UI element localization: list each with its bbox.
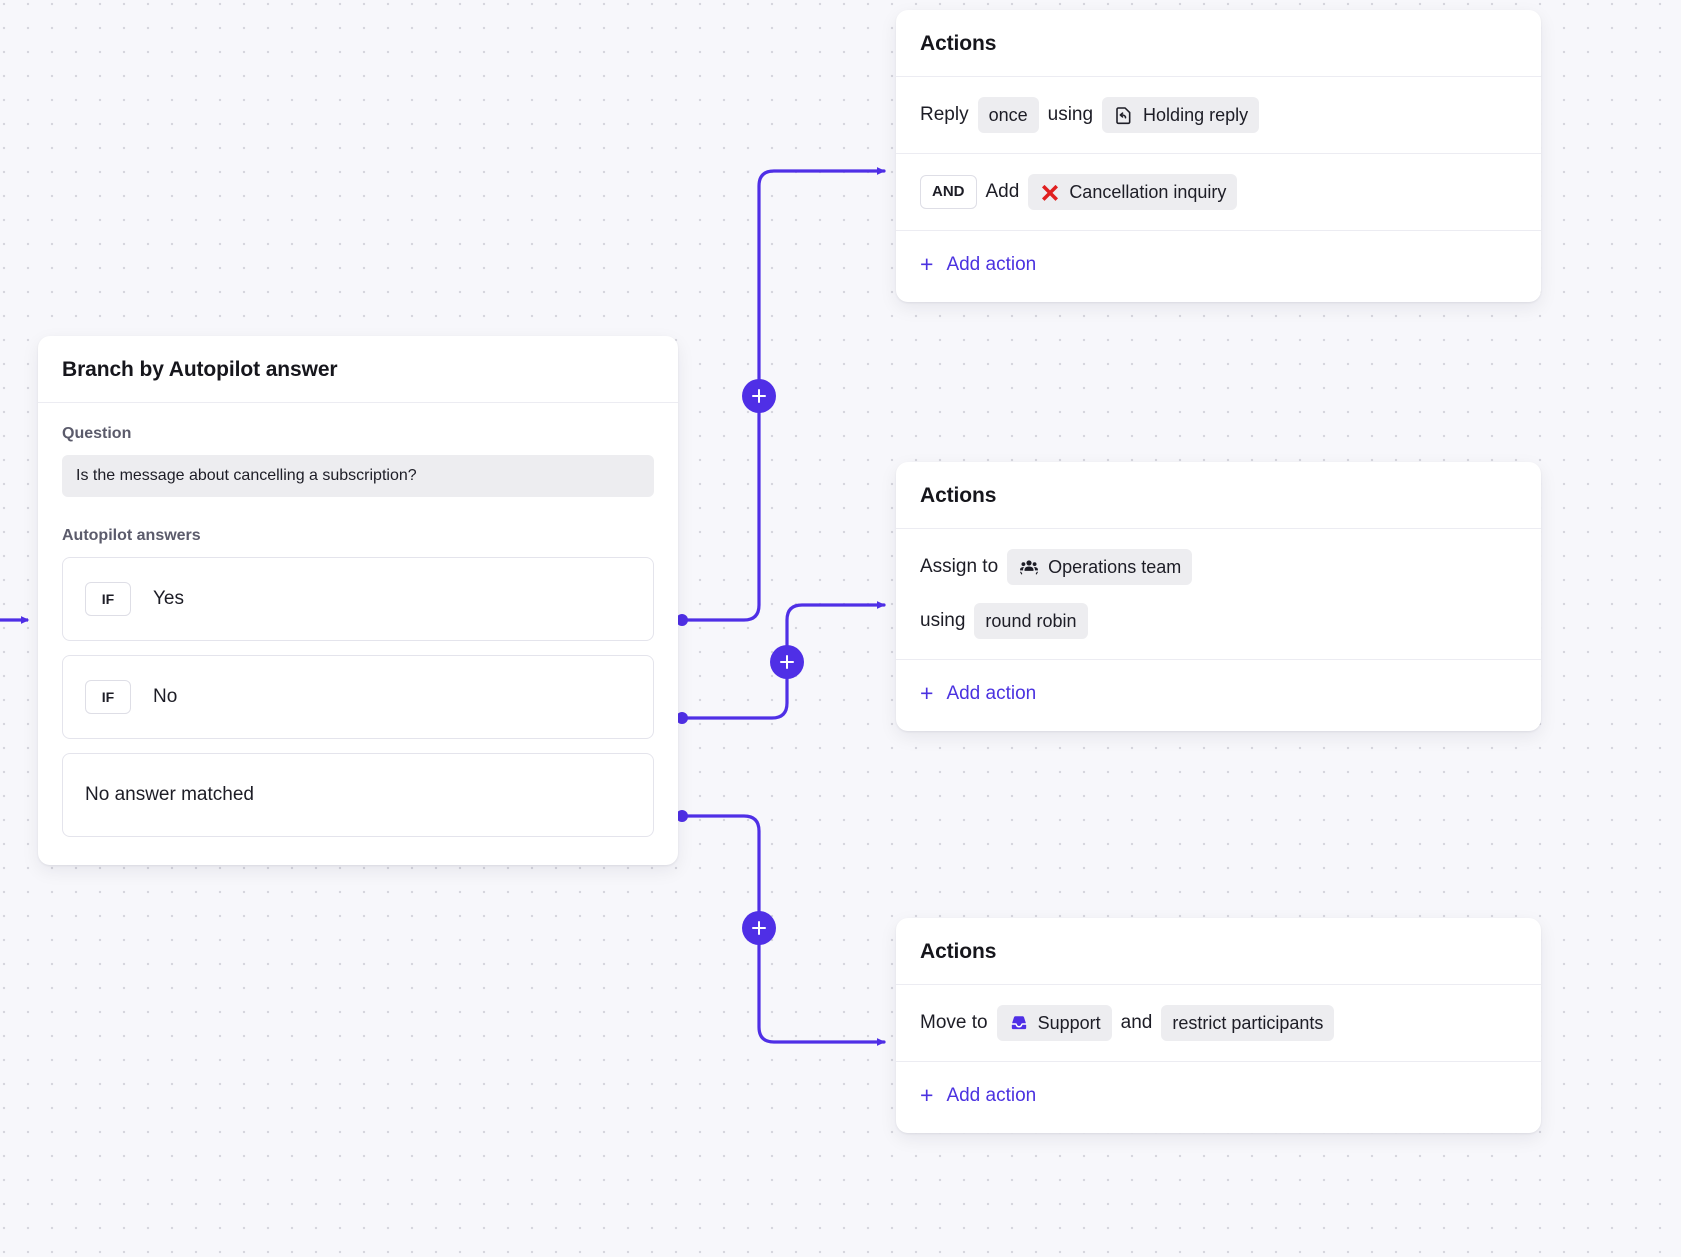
chip-label: round robin: [985, 611, 1077, 632]
plus-icon: +: [920, 680, 934, 707]
action-text: Add: [985, 181, 1020, 203]
action-text: Reply: [920, 104, 969, 126]
actions-card-title: Actions: [920, 32, 997, 55]
chip-label: Support: [1037, 1013, 1101, 1033]
autopilot-answer-label: No answer matched: [85, 784, 254, 805]
if-badge: IF: [85, 680, 131, 714]
question-label: Question: [62, 425, 132, 442]
autopilot-answer-label: No: [153, 686, 178, 707]
branch-card-header: Branch by Autopilot answer: [38, 336, 678, 403]
actions-card-title: Actions: [920, 940, 997, 963]
action-text: Assign to: [920, 556, 999, 578]
red-cross-icon: [1039, 181, 1061, 203]
people-group-icon: [1018, 556, 1040, 578]
actions-card-title: Actions: [920, 484, 997, 507]
add-action-button[interactable]: + Add action: [896, 1062, 1541, 1133]
autopilot-answer-row[interactable]: IF No: [62, 655, 654, 739]
autopilot-answer-label: Yes: [153, 588, 184, 609]
action-row[interactable]: Reply once using Holding reply: [896, 77, 1541, 155]
chip-label: AND: [932, 183, 965, 201]
action-text: Move to: [920, 1012, 988, 1034]
action-value-chip[interactable]: round robin: [974, 603, 1088, 640]
actions-card-header: Actions: [896, 10, 1541, 77]
edge-yes: [684, 167, 886, 622]
action-value-chip[interactable]: Holding reply: [1102, 97, 1260, 134]
chip-label: Cancellation inquiry: [1069, 182, 1227, 203]
action-text: using: [1047, 104, 1094, 126]
action-value-chip[interactable]: once: [977, 97, 1039, 134]
actions-card-header: Actions: [896, 462, 1541, 529]
add-action-button[interactable]: + Add action: [896, 660, 1541, 731]
chip-label: Operations team: [1048, 557, 1182, 577]
chip-label: once: [988, 105, 1028, 125]
action-value-chip[interactable]: Support: [996, 1005, 1112, 1042]
branch-card-body: Question Is the message about cancelling…: [38, 403, 678, 865]
action-row[interactable]: Assign to Operations team using round robin: [896, 529, 1541, 661]
action-value-chip[interactable]: Cancellation inquiry: [1028, 174, 1238, 211]
action-text: and: [1120, 1012, 1153, 1034]
plus-icon: +: [920, 251, 934, 278]
chip-label: Holding reply: [1143, 105, 1249, 125]
plus-icon: +: [920, 1082, 934, 1109]
inbox-icon: [1008, 1012, 1030, 1034]
chip-label: restrict participants: [1172, 1013, 1324, 1033]
autopilot-answer-row[interactable]: No answer matched: [62, 753, 654, 837]
add-action-label: Add action: [946, 682, 1037, 704]
action-text: using: [920, 610, 966, 632]
action-row[interactable]: Move to Support and restrict participants: [896, 985, 1541, 1063]
add-action-label: Add action: [946, 253, 1037, 275]
autopilot-answers-label: Autopilot answers: [62, 527, 201, 544]
action-row[interactable]: AND Add Cancellation inquiry: [896, 154, 1541, 232]
add-step-no-button[interactable]: [770, 645, 804, 679]
branch-card-title: Branch by Autopilot answer: [62, 358, 338, 381]
branch-node-card[interactable]: Branch by Autopilot answer Question Is t…: [38, 336, 678, 865]
action-value-chip[interactable]: restrict participants: [1161, 1005, 1335, 1042]
add-action-label: Add action: [946, 1084, 1037, 1106]
question-value[interactable]: Is the message about cancelling a subscr…: [62, 455, 654, 497]
autopilot-answer-row[interactable]: IF Yes: [62, 557, 654, 641]
action-value-chip[interactable]: Operations team: [1007, 549, 1193, 586]
add-step-yes-button[interactable]: [742, 379, 776, 413]
add-step-none-button[interactable]: [742, 911, 776, 945]
if-badge: IF: [85, 582, 131, 616]
edge-nomatch: [684, 814, 886, 1046]
reply-document-icon: [1113, 104, 1135, 126]
operator-badge[interactable]: AND: [920, 175, 977, 210]
add-action-button[interactable]: + Add action: [896, 231, 1541, 302]
actions-card-header: Actions: [896, 918, 1541, 985]
